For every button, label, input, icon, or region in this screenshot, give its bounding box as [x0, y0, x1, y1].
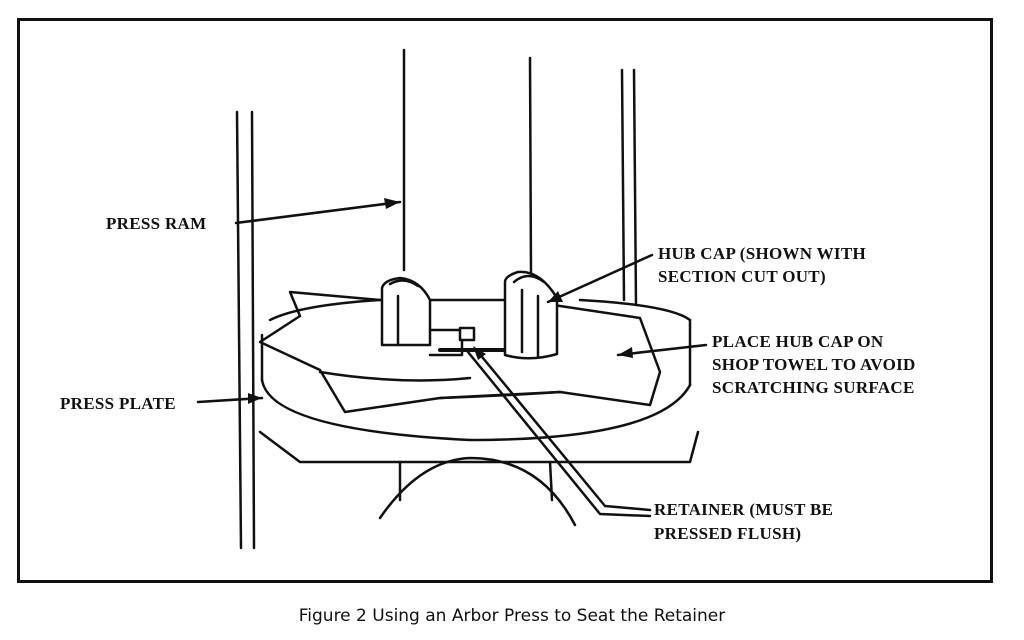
column-line: [632, 68, 638, 307]
figure-caption: Figure 2 Using an Arbor Press to Seat th…: [298, 606, 726, 626]
label-place-1: PLACE HUB CAP ON: [712, 332, 884, 351]
arrowhead: [384, 198, 400, 209]
hub-cap: [428, 328, 464, 357]
arrowhead: [618, 347, 633, 358]
leader-retainer: [466, 350, 652, 518]
arrowhead: [548, 291, 563, 302]
hub-cap: [512, 274, 546, 284]
retainer: [458, 326, 476, 342]
press-plate: [268, 298, 382, 322]
label-retainer-2: PRESSED FLUSH): [654, 524, 802, 543]
leader-press-ram: [234, 200, 402, 225]
column-line: [620, 68, 626, 302]
hub-cap: [503, 270, 559, 360]
shop-towel: [318, 370, 472, 382]
press-plate: [578, 298, 692, 322]
label-retainer-1: RETAINER (MUST BE: [654, 500, 834, 519]
label-hub-cap-1: HUB CAP (SHOWN WITH: [658, 244, 866, 263]
press-base: [378, 456, 577, 527]
press-plate: [260, 378, 692, 442]
label-place-3: SCRATCHING SURFACE: [712, 378, 915, 397]
label-press-plate: PRESS PLATE: [60, 394, 176, 413]
leader-retainer: [476, 350, 652, 512]
leader-place: [616, 343, 708, 357]
column-line: [250, 110, 256, 550]
press-base: [258, 430, 700, 464]
press-base: [548, 460, 554, 502]
leader-hub-cap: [546, 253, 654, 304]
hub-cap: [388, 279, 420, 288]
label-place-2: SHOP TOWEL TO AVOID: [712, 355, 916, 374]
hub-cap: [380, 276, 432, 347]
column-line: [235, 110, 243, 550]
arrowhead: [473, 346, 486, 360]
press-ram: [528, 56, 533, 277]
label-press-ram: PRESS RAM: [106, 214, 207, 233]
label-hub-cap-2: SECTION CUT OUT): [658, 267, 826, 286]
shop-towel: [438, 390, 562, 400]
arrowhead: [248, 393, 262, 404]
